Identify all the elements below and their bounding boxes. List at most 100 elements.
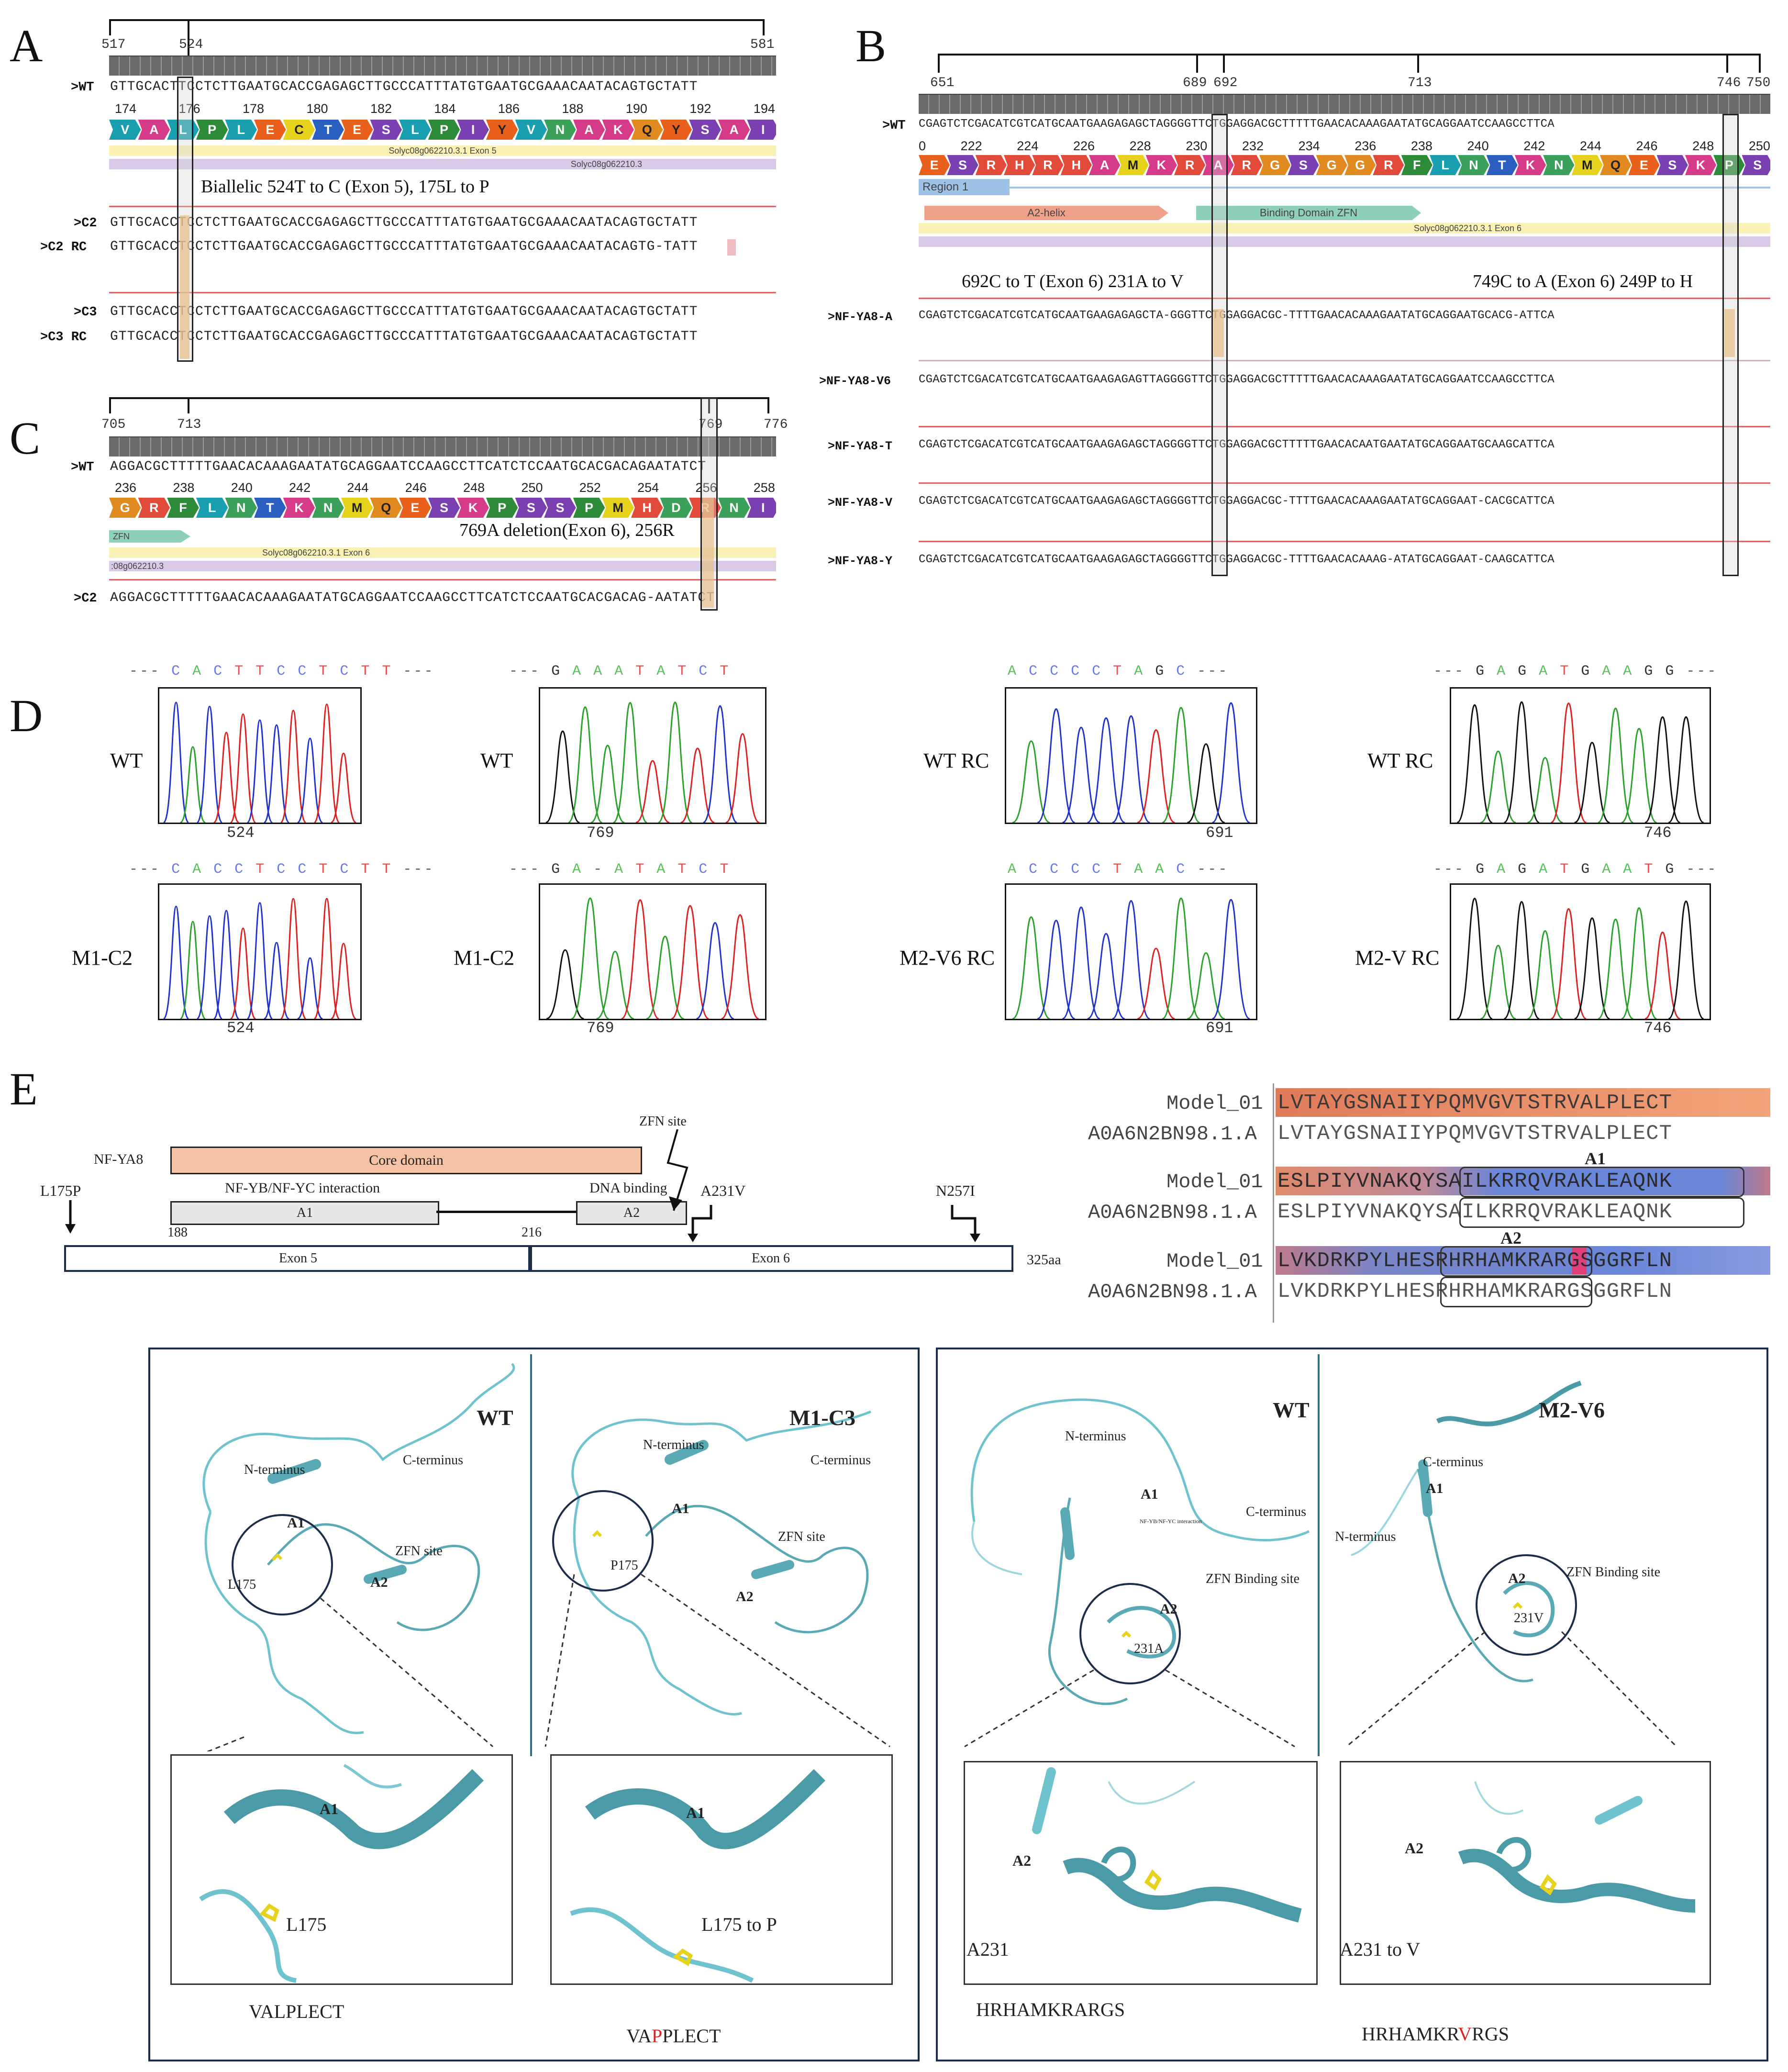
coverage-bar: [109, 56, 776, 76]
residue-label: 231V: [1514, 1611, 1544, 1626]
amino-acid: T: [1486, 155, 1518, 175]
amino-acid: K: [1145, 155, 1177, 175]
a1-label: A1: [1141, 1486, 1158, 1502]
seq-label: >C3: [74, 305, 97, 320]
seq-label: >NF-YA8-V: [828, 496, 893, 510]
aa-number: 250: [1748, 139, 1770, 153]
protein-structure-mutant: [544, 1410, 890, 1748]
mutated-residue: V: [1458, 2023, 1472, 2045]
amino-acid: A: [1202, 155, 1234, 175]
exon-track: Solyc08g062210.3.1 Exon 6: [109, 547, 776, 558]
align-seq: ESLPIYVNAKQYSAILKRRQVRAKLEAQNK: [1277, 1170, 1673, 1193]
amino-acid: K: [457, 498, 489, 518]
trace-peak: [571, 897, 610, 1019]
a2-outline: [1440, 1277, 1592, 1307]
aa-number: 244: [1579, 139, 1601, 153]
trace-position: 746: [1644, 824, 1672, 842]
amino-acid: G: [1344, 155, 1376, 175]
trace-peak: [1456, 704, 1493, 823]
peptide-mut: VAPPLECT: [626, 2025, 721, 2047]
trace-bases: --- G A A A T A T C T: [509, 663, 731, 680]
ruler-num: 651: [930, 76, 955, 90]
align-name: Model_01: [1166, 1250, 1263, 1273]
trace-peak: [1012, 916, 1050, 1019]
amino-acid: N: [1543, 155, 1575, 175]
trace-bases: --- C A C C T C C T C T T ---: [129, 861, 435, 878]
bent-arrow-icon: [688, 1205, 712, 1242]
trace-position: 769: [587, 1019, 614, 1037]
amino-acid: L: [167, 120, 199, 140]
zoom-box: [964, 1761, 1318, 1985]
amino-acid: Y: [660, 120, 692, 140]
trace-peak: [590, 745, 625, 823]
align-name: A0A6N2BN98.1.A: [1088, 1281, 1257, 1303]
mutation-highlight-box: [700, 397, 718, 611]
gene-track: :08g062210.3: [109, 561, 776, 571]
zfn-site-label: ZFN site: [778, 1529, 825, 1544]
trace-peak: [1644, 716, 1681, 823]
trace-peak: [263, 724, 290, 823]
seq-nf-ya8-a: CGAGTCTCGACATCGTCATGCAATGAAGAGAGCTA-GGGT…: [919, 309, 1555, 322]
aa-number: 240: [1467, 139, 1489, 153]
trace-peak: [1503, 901, 1540, 1019]
structure-panel-right: [936, 1348, 1768, 2061]
zfn-binding-label: ZFN Binding site: [1206, 1571, 1300, 1586]
trace-peak: [725, 733, 760, 823]
interaction-label: NF-YB/NF-YC interaction: [225, 1180, 380, 1196]
amino-acid: V: [515, 120, 547, 140]
exon-track: Solyc08g062210.3.1 Exon 6: [919, 223, 1770, 234]
ruler-num: 746: [1717, 76, 1741, 90]
amino-acid: G: [1259, 155, 1291, 175]
chromatogram: [539, 687, 766, 824]
zoom-box: [550, 1754, 893, 1985]
amino-acid: N: [544, 120, 576, 140]
seq-label: >WT: [71, 80, 94, 95]
trace-peak: [1480, 750, 1516, 823]
peptide-mut: HRHAMKRVRGS: [1362, 2023, 1509, 2045]
trace-position: 524: [227, 1019, 255, 1037]
amino-acid: E: [399, 498, 431, 518]
n-terminus-label: N-terminus: [643, 1437, 704, 1452]
trace-label: WT: [110, 749, 143, 772]
trace-position: 746: [1644, 1019, 1672, 1037]
trace-position: 769: [587, 824, 614, 842]
aa-number: 236: [115, 480, 137, 495]
n-terminus-label: N-terminus: [1335, 1529, 1396, 1544]
amino-acid: L: [399, 120, 431, 140]
peptide-wt: HRHAMKRARGS: [976, 1999, 1125, 2020]
trace-peak: [246, 902, 273, 1019]
trace-peak: [1456, 897, 1493, 1019]
dna-binding-label: DNA binding: [589, 1180, 667, 1196]
aa-number: 258: [753, 480, 775, 495]
ruler-num: 750: [1746, 76, 1771, 90]
structure-panel-left: [148, 1348, 920, 2061]
trace-peak: [596, 950, 634, 1019]
struct-title: WT: [1273, 1398, 1310, 1422]
aa-number: 178: [242, 101, 265, 116]
residue-label: L175: [228, 1577, 256, 1592]
aa-number: 190: [625, 101, 647, 116]
exon5-box: Exon 5: [64, 1245, 532, 1272]
zoom-a2-label: A2: [1405, 1839, 1424, 1857]
trace-peak: [1062, 726, 1100, 823]
ruler-num: 692: [1213, 76, 1238, 90]
zoom-structure: [1032, 1767, 1302, 1923]
trace-peak: [1212, 702, 1250, 823]
amino-acid: P: [486, 498, 518, 518]
trace-peak: [1621, 728, 1657, 823]
mutation-highlight-box-692: [1211, 114, 1228, 576]
panel-letter-d: D: [10, 690, 43, 741]
zoom-box: [170, 1754, 513, 1985]
zoom-structure: [570, 1769, 826, 1983]
aa-number: 230: [1186, 139, 1208, 153]
seq-label: >C2 RC: [40, 240, 87, 255]
trace-peak: [230, 927, 256, 1019]
seq-label: >C2: [74, 216, 97, 231]
mutation-annotation-right: 749C to A (Exon 6) 249P to H: [1473, 271, 1693, 291]
aa-number: 248: [1692, 139, 1714, 153]
coverage-bar: [109, 436, 776, 457]
trace-peak: [546, 949, 584, 1019]
mutation-column: [180, 215, 189, 359]
mutation-annotation-left: 692C to T (Exon 6) 231A to V: [962, 271, 1184, 291]
